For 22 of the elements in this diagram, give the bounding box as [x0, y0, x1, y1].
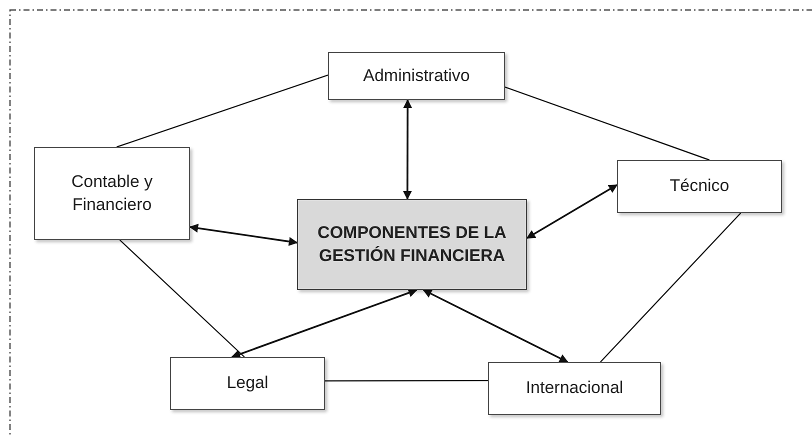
- connector-line: [119, 240, 245, 358]
- component-box: [488, 362, 661, 415]
- connector-line: [325, 380, 488, 382]
- box-label: COMPONENTES DE LA GESTIÓN FINANCIERA: [316, 222, 508, 266]
- double-arrow: [402, 99, 412, 200]
- component-box: [617, 160, 782, 213]
- component-box: [170, 357, 325, 410]
- component-box: [34, 147, 190, 240]
- central-concept-box: [297, 199, 527, 290]
- box-label: Contable y Financiero: [70, 171, 154, 216]
- box-label: Legal: [226, 372, 268, 394]
- box-label: Internacional: [526, 377, 624, 400]
- double-arrow: [231, 288, 418, 358]
- double-arrow: [189, 224, 298, 246]
- connector-line: [116, 74, 328, 148]
- connector-line: [600, 212, 742, 362]
- double-arrow: [422, 289, 568, 363]
- box-label: Técnico: [670, 175, 730, 198]
- box-label: Administrativo: [363, 64, 470, 87]
- component-box: [328, 52, 505, 100]
- connector-line: [504, 86, 710, 161]
- double-arrow: [526, 184, 618, 239]
